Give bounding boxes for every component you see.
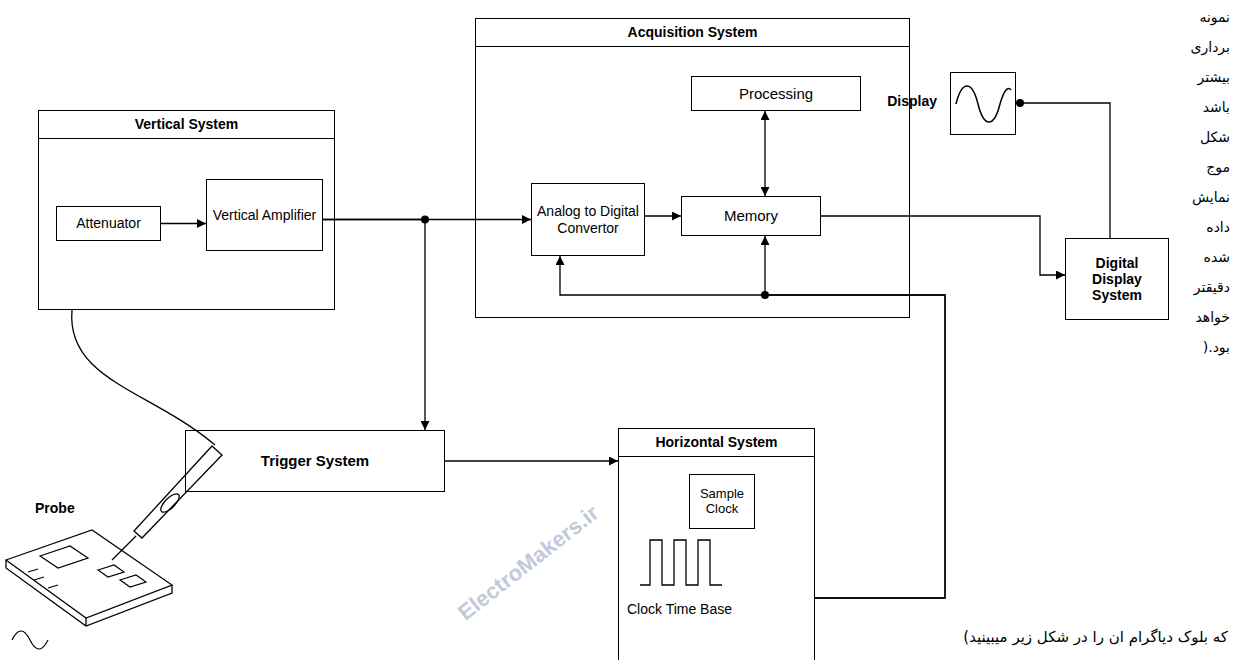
junction-dot bbox=[421, 216, 429, 224]
node-label: Display bbox=[887, 93, 937, 109]
connector bbox=[821, 216, 1065, 275]
connector bbox=[645, 215, 681, 216]
watermark: ElectroMakers.ir bbox=[453, 500, 604, 626]
sine-wave bbox=[956, 86, 1011, 122]
system-block: Acquisition SystemProcessingAnalog to Di… bbox=[475, 18, 910, 318]
connector bbox=[765, 236, 945, 598]
process-box: Trigger System bbox=[185, 430, 445, 492]
process-box: Digital Display System bbox=[1065, 238, 1169, 320]
node-sublabel: Clock Time Base bbox=[627, 601, 732, 617]
node-label: Acquisition System bbox=[476, 19, 909, 47]
probe-cable bbox=[72, 310, 215, 445]
connector bbox=[1016, 103, 1110, 238]
node-label: Digital Display System bbox=[1070, 255, 1164, 303]
square-wave bbox=[640, 540, 722, 585]
note-text: نمونه برداری بیشتر باشد شکل موج نمایش دا… bbox=[1184, 2, 1230, 362]
process-box: Attenuator bbox=[56, 206, 161, 241]
node-label: Analog to Digital Convertor bbox=[536, 203, 640, 235]
probe-symbol bbox=[112, 446, 222, 560]
node-label: Sample Clock bbox=[694, 487, 750, 517]
system-block: Horizontal SystemClock Time Base Sample C… bbox=[618, 428, 815, 660]
connector bbox=[764, 111, 765, 196]
junction-dot bbox=[1016, 99, 1024, 107]
junction-dot bbox=[761, 291, 769, 299]
note-text: که بلوک دیاگرام ان را در شکل زیر میبینید… bbox=[963, 628, 1228, 646]
process-box: Vertical Amplifier bbox=[206, 179, 323, 251]
connector bbox=[445, 460, 618, 461]
signal-wave bbox=[12, 631, 48, 649]
system-block: Vertical SystemAttenuator Vertical Amplif… bbox=[38, 110, 335, 310]
process-box: Memory bbox=[681, 196, 821, 236]
node-label: Trigger System bbox=[261, 452, 369, 469]
node-label: Attenuator bbox=[76, 215, 141, 231]
part-name: Probe bbox=[35, 500, 75, 516]
connector bbox=[323, 220, 425, 431]
node-label: Processing bbox=[739, 85, 813, 102]
display-screen: Display bbox=[950, 72, 1016, 135]
node-label: Horizontal System bbox=[619, 429, 814, 457]
node-label: Memory bbox=[724, 207, 778, 224]
process-box: Processing bbox=[691, 76, 861, 111]
node-label: Vertical Amplifier bbox=[213, 207, 316, 223]
connector bbox=[161, 223, 206, 224]
node-label: Vertical System bbox=[39, 111, 334, 139]
process-box: Analog to Digital Convertor bbox=[531, 183, 645, 256]
circuit-board bbox=[6, 530, 172, 626]
clock-box: Sample Clock bbox=[689, 474, 755, 529]
